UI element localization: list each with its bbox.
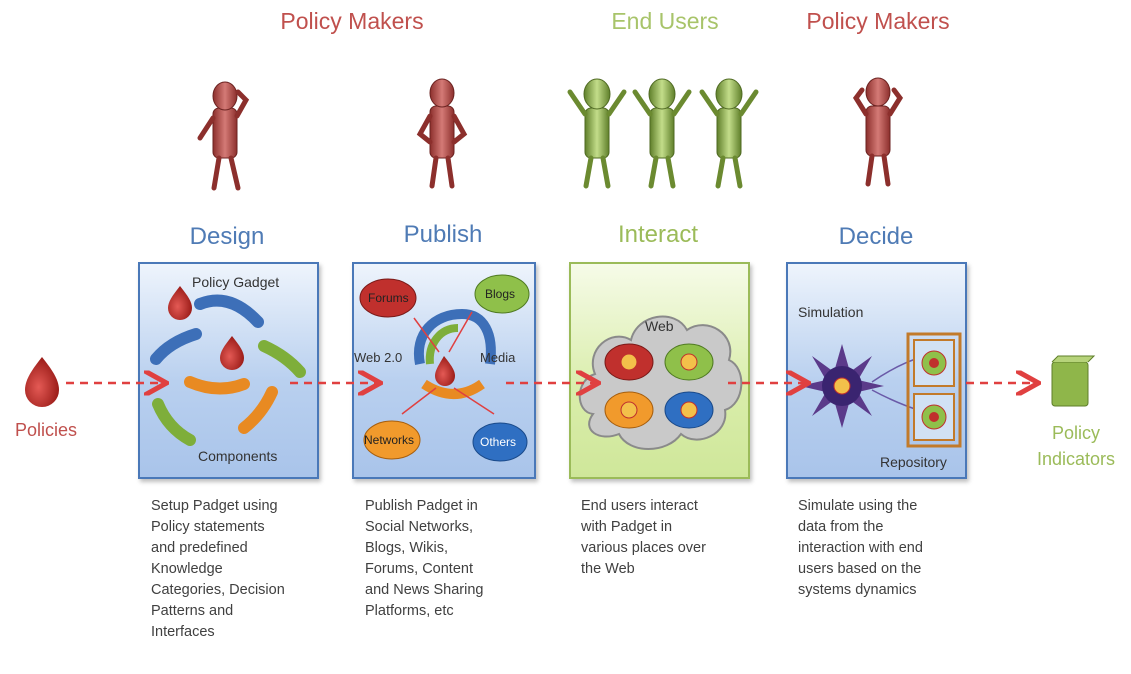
description-line: End users interact [581, 498, 698, 514]
person-designer-icon [197, 81, 250, 191]
description-line: Setup Padget using [151, 498, 278, 514]
description-line: systems dynamics [798, 582, 917, 598]
decide-simulation-label: Simulation [798, 304, 864, 320]
publish-forums-label: Forums [368, 291, 409, 305]
description-line: interaction with end [798, 540, 923, 556]
policy-indicators-line2: Indicators [1036, 449, 1116, 469]
description-line: Social Networks, [365, 519, 473, 535]
interact-web-label: Web [645, 318, 674, 334]
description-line: with Padget in [581, 519, 673, 535]
description-line: Patterns and [151, 603, 234, 619]
interact-description: End users interact with Padget in variou… [581, 496, 766, 580]
publish-others-label: Others [480, 435, 517, 449]
policy-indicators-line1: Policy [1051, 423, 1100, 443]
web-cloud-graphic [578, 315, 743, 450]
simulation-repository-graphic [800, 332, 962, 448]
role-header-policy-makers-right: Policy Makers [806, 8, 950, 34]
stage-title-design: Design [189, 223, 265, 250]
description-line: Categories, Decision [151, 582, 285, 598]
end-user-icon [699, 78, 759, 189]
publish-media-label: Media [480, 350, 516, 365]
role-header-end-users: End Users [611, 8, 719, 34]
decide-panel: Simulation Repository [786, 262, 967, 479]
design-panel-top-label: Policy Gadget [192, 274, 280, 290]
policy-indicators-label: Policy Indicators [1016, 420, 1131, 472]
description-line: data from the [798, 519, 884, 535]
description-line: Publish Padget in [365, 498, 478, 514]
design-description: Setup Padget using Policy statements and… [151, 496, 336, 643]
description-line: and predefined [151, 540, 248, 556]
design-panel-bottom-label: Components [198, 448, 278, 464]
publish-description: Publish Padget in Social Networks, Blogs… [365, 496, 550, 622]
description-line: the Web [581, 561, 635, 577]
description-line: Blogs, Wikis, [365, 540, 448, 556]
gadget-components-graphic [150, 286, 306, 446]
policy-drop-icon [25, 357, 59, 407]
end-user-icon [567, 78, 627, 189]
interact-panel: Web [569, 262, 750, 479]
publish-panel: Forums Blogs Web 2.0 Media Networks Othe… [352, 262, 536, 479]
description-line: Forums, Content [365, 561, 473, 577]
description-line: and News Sharing [365, 582, 484, 598]
policies-label: Policies [14, 420, 78, 440]
design-panel: Policy Gadget Components [138, 262, 319, 479]
end-user-icon [632, 78, 692, 189]
description-line: Policy statements [151, 519, 265, 535]
description-line: Knowledge [151, 561, 223, 577]
description-line: various places over [581, 540, 706, 556]
publish-web20-label: Web 2.0 [354, 350, 403, 365]
description-line: Platforms, etc [365, 603, 454, 619]
policy-indicator-icon [1051, 355, 1096, 407]
person-decider-icon [852, 77, 904, 187]
publish-blogs-label: Blogs [485, 287, 516, 301]
decide-description: Simulate using the data from the interac… [798, 496, 983, 601]
description-line: Interfaces [151, 624, 215, 640]
description-line: users based on the [798, 561, 922, 577]
description-line: Simulate using the [798, 498, 918, 514]
stage-title-interact: Interact [617, 221, 699, 248]
stage-title-decide: Decide [838, 223, 914, 250]
role-header-policy-makers-left: Policy Makers [280, 8, 424, 34]
publish-channels-graphic [359, 274, 530, 462]
publish-networks-label: Networks [364, 433, 415, 447]
stage-title-publish: Publish [403, 221, 483, 248]
decide-repository-label: Repository [880, 454, 947, 470]
person-publisher-icon [416, 78, 468, 189]
